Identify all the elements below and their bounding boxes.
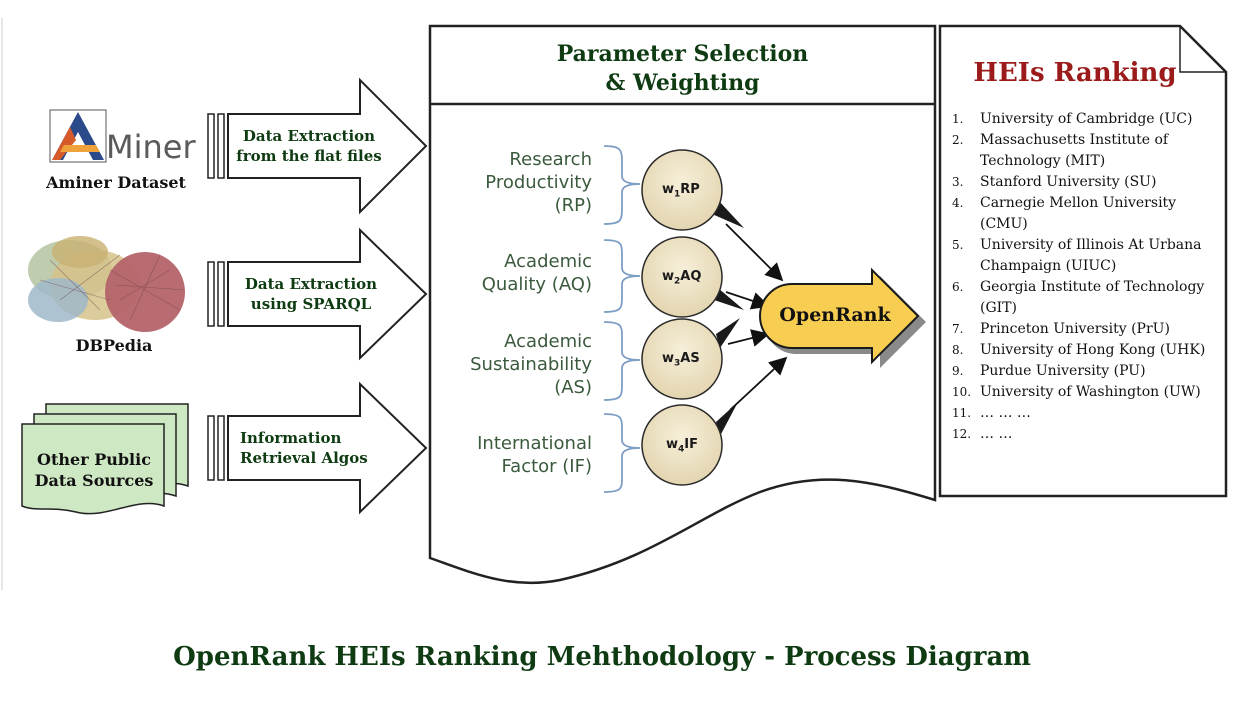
ranking-list: 1. University of Cambridge (UC) 2. Massach… bbox=[952, 109, 1214, 445]
ranking-text: … … … bbox=[980, 405, 1031, 421]
ranking-number: 12. bbox=[952, 427, 972, 441]
ranking-title: HEIs Ranking bbox=[973, 58, 1177, 88]
ranking-item: 6. Georgia Institute of Technology (GIT) bbox=[952, 277, 1214, 319]
weight-prefix: w bbox=[666, 437, 679, 452]
ranking-text: Princeton University (PrU) bbox=[980, 321, 1170, 337]
parameter-brackets bbox=[603, 145, 641, 493]
ranking-number: 4. bbox=[952, 196, 964, 210]
connector-arrows bbox=[725, 223, 788, 411]
diagram-caption: OpenRank HEIs Ranking Mehthodology - Pro… bbox=[173, 642, 1031, 672]
weight-label-rp: w1RP bbox=[662, 182, 700, 200]
weight-suffix: RP bbox=[680, 182, 700, 197]
weight-label-as: w3AS bbox=[662, 351, 700, 369]
ranking-number: 6. bbox=[952, 280, 964, 294]
arrow-1-shape bbox=[207, 77, 428, 215]
param-label-rp: Research Productivity (RP) bbox=[485, 149, 592, 216]
weight-label-if: w4IF bbox=[666, 437, 698, 455]
weight-prefix: w bbox=[662, 182, 675, 197]
ranking-number: 8. bbox=[952, 343, 964, 357]
arrow-label-flat-files: Data Extraction from the flat files bbox=[236, 127, 382, 165]
arrow-label-sparql: Data Extraction using SPARQL bbox=[244, 275, 378, 313]
panel-title-line-2: & Weighting bbox=[605, 70, 760, 96]
weight-suffix: AQ bbox=[680, 269, 702, 284]
weight-subscript: 1 bbox=[674, 189, 681, 200]
panel-title: Parameter Selection & Weighting bbox=[430, 40, 935, 98]
param-label-if: International Factor (IF) bbox=[477, 433, 592, 477]
documents-stack-icon bbox=[21, 403, 189, 515]
other-public-data-label: Other Public Data Sources bbox=[34, 450, 154, 490]
aminer-dataset-label: Aminer Dataset bbox=[46, 173, 186, 192]
ranking-number: 5. bbox=[952, 238, 964, 252]
ranking-text: University of Washington (UW) bbox=[980, 384, 1201, 400]
arrow-2-shape bbox=[207, 227, 428, 361]
weight-subscript: 2 bbox=[674, 276, 681, 287]
ranking-text: University of Illinois At Urbana Champai… bbox=[980, 237, 1202, 274]
weight-prefix: w bbox=[662, 269, 675, 284]
ranking-item: 4. Carnegie Mellon University (CMU) bbox=[952, 193, 1214, 235]
ranking-item: 11. … … … bbox=[952, 403, 1214, 424]
ranking-item: 12. … … bbox=[952, 424, 1214, 445]
ranking-number: 7. bbox=[952, 322, 964, 336]
ranking-item: 7. Princeton University (PrU) bbox=[952, 319, 1214, 340]
ranking-text: University of Cambridge (UC) bbox=[980, 111, 1193, 127]
dbpedia-graph-image bbox=[28, 236, 186, 332]
aminer-logo bbox=[49, 109, 107, 163]
weight-subscript: 4 bbox=[678, 444, 685, 455]
param-label-aq: Academic Quality (AQ) bbox=[481, 251, 592, 295]
ranking-number: 11. bbox=[952, 406, 972, 420]
ranking-item: 1. University of Cambridge (UC) bbox=[952, 109, 1214, 130]
ranking-item: 10. University of Washington (UW) bbox=[952, 382, 1214, 403]
weight-prefix: w bbox=[662, 351, 675, 366]
panel-title-line-1: Parameter Selection bbox=[556, 41, 809, 67]
ranking-item: 9. Purdue University (PU) bbox=[952, 361, 1214, 382]
ranking-item: 5. University of Illinois At Urbana Champ… bbox=[952, 235, 1214, 277]
param-label-as: Academic Sustainability (AS) bbox=[470, 331, 592, 398]
weight-circles bbox=[641, 149, 744, 486]
weight-subscript: 3 bbox=[674, 358, 681, 369]
dbpedia-label: DBPedia bbox=[75, 336, 153, 355]
ranking-text: Massachusetts Institute of Technology (M… bbox=[980, 132, 1169, 169]
arrow-3-shape bbox=[207, 381, 428, 515]
ranking-item: 8. University of Hong Kong (UHK) bbox=[952, 340, 1214, 361]
ranking-number: 9. bbox=[952, 364, 964, 378]
ranking-text: … … bbox=[980, 426, 1013, 442]
ranking-number: 1. bbox=[952, 112, 964, 126]
ranking-number: 2. bbox=[952, 133, 964, 147]
weight-label-aq: w2AQ bbox=[662, 269, 701, 287]
ranking-text: Georgia Institute of Technology (GIT) bbox=[980, 279, 1205, 316]
ranking-text: Carnegie Mellon University (CMU) bbox=[980, 195, 1177, 232]
aminer-logo-text: Miner bbox=[106, 128, 196, 166]
ranking-text: Stanford University (SU) bbox=[980, 174, 1157, 190]
ranking-text: University of Hong Kong (UHK) bbox=[980, 342, 1206, 358]
arrow-label-ir-algos: Information Retrieval Algos bbox=[240, 429, 368, 467]
ranking-item: 3. Stanford University (SU) bbox=[952, 172, 1214, 193]
ranking-text: Purdue University (PU) bbox=[980, 363, 1146, 379]
weight-suffix: IF bbox=[684, 437, 698, 452]
ranking-number: 3. bbox=[952, 175, 964, 189]
weight-suffix: AS bbox=[680, 351, 700, 366]
ranking-document bbox=[938, 24, 1228, 498]
openrank-label: OpenRank bbox=[779, 304, 891, 326]
ranking-item: 2. Massachusetts Institute of Technology … bbox=[952, 130, 1214, 172]
ranking-number: 10. bbox=[952, 385, 972, 399]
openrank-shape bbox=[759, 267, 926, 368]
